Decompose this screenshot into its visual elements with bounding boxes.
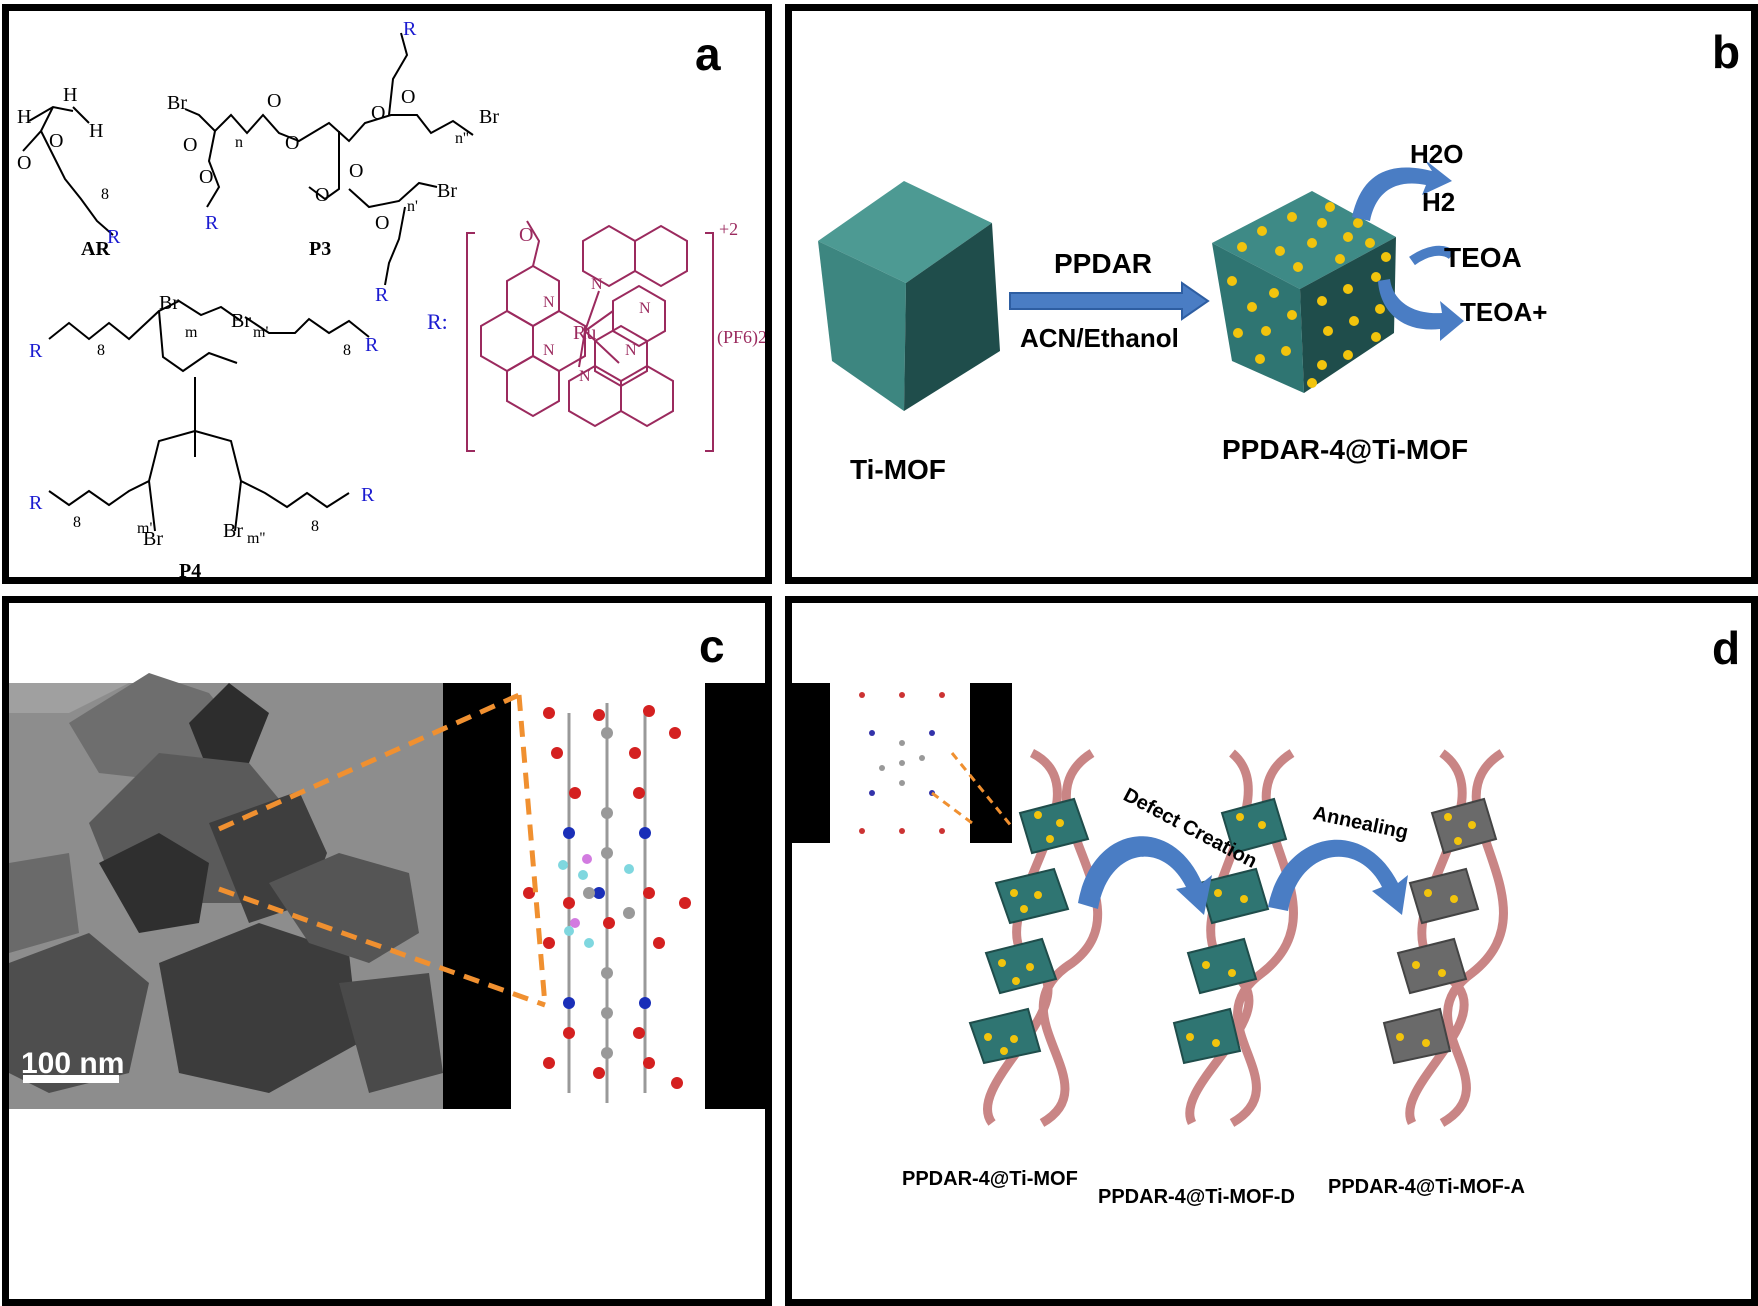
atom-br: Br <box>159 292 179 314</box>
r-group: R <box>375 284 389 306</box>
atom-o: O <box>199 166 213 188</box>
atom-o: O <box>401 86 415 108</box>
reaction-arrow <box>1009 281 1210 321</box>
subscript-m1: m' <box>253 324 268 341</box>
hydrogen-label: H2 <box>1422 187 1455 217</box>
atom-o: O <box>371 102 385 124</box>
atom-n: N <box>579 368 591 385</box>
atom-br: Br <box>223 520 243 542</box>
inset-crystal <box>859 692 945 834</box>
subscript-8: 8 <box>101 186 109 203</box>
ppdar-ti-mof-cube <box>1212 191 1396 393</box>
defect-arrow <box>1078 836 1212 915</box>
dna-helix-2 <box>1172 749 1298 1127</box>
r-group: R <box>403 18 417 40</box>
r-definition-label: R: <box>427 309 448 334</box>
atom-n: N <box>625 342 637 359</box>
subscript-m2: m'' <box>247 530 265 547</box>
scale-bar-label: 100 nm <box>21 1047 124 1080</box>
teoa-label: TEOA <box>1444 242 1522 273</box>
atom-o: O <box>183 134 197 156</box>
zoom-lines <box>217 692 548 1008</box>
solvent-label: ACN/Ethanol <box>1020 323 1179 353</box>
atom-o: O <box>375 212 389 234</box>
atom-o: O <box>17 152 31 174</box>
subscript-8: 8 <box>343 342 351 359</box>
atom-br: Br <box>143 528 163 550</box>
water-label: H2O <box>1410 139 1463 169</box>
sample-3-label: PPDAR-4@Ti-MOF-A <box>1328 1176 1525 1198</box>
panel-d-scheme: Defect Creation Annealing PPDAR-4@Ti-MOF… <box>792 683 1525 1208</box>
sample-1-label: PPDAR-4@Ti-MOF <box>902 1168 1078 1190</box>
counterion: (PF6)2 <box>717 327 767 348</box>
compound-p3: P3 <box>309 238 331 260</box>
subscript-8: 8 <box>311 518 319 535</box>
panel-d: d <box>785 596 1758 1306</box>
atom-o: O <box>49 130 63 152</box>
ru-center: Ru <box>573 322 596 344</box>
atom-o: O <box>519 224 533 246</box>
reagent-label: PPDAR <box>1054 248 1152 279</box>
subscript-m: m <box>185 324 198 341</box>
r-group: R <box>365 334 379 356</box>
mof-crystal-structure <box>523 703 691 1103</box>
complex-charge: +2 <box>719 219 738 239</box>
scale-bar <box>23 1075 119 1083</box>
subscript-8: 8 <box>97 342 105 359</box>
atom-br: Br <box>437 180 457 202</box>
product-label: PPDAR-4@Ti-MOF <box>1222 434 1468 465</box>
r-group: R <box>205 212 219 234</box>
annealing-label: Annealing <box>1311 802 1410 844</box>
dna-helix-1 <box>968 748 1103 1127</box>
compound-ar: AR <box>81 238 110 260</box>
panel-a-structures: H H H O O 8 Br Br Br n n'' n' O O O O O … <box>17 18 767 582</box>
atom-o: O <box>267 90 281 112</box>
compound-p4: P4 <box>179 560 201 582</box>
teoa-arrow <box>1378 279 1464 341</box>
r-group: R <box>107 226 121 248</box>
atom-n: N <box>639 300 651 317</box>
panel-b-label: b <box>1712 26 1741 78</box>
subscript-m1: m' <box>137 520 152 537</box>
panel-c-images: 100 nm <box>9 673 765 1109</box>
atom-n: N <box>543 342 555 359</box>
atom-o: O <box>315 184 329 206</box>
atom-o: O <box>349 160 363 182</box>
teoa-plus-label: TEOA+ <box>1460 297 1547 327</box>
ti-mof-cube <box>818 181 1000 411</box>
panel-a: a H H H O O 8 <box>2 4 772 584</box>
subscript-n: n <box>235 134 243 151</box>
atom-n: N <box>543 294 555 311</box>
panel-c: c <box>2 596 772 1306</box>
atom-br: Br <box>231 310 251 332</box>
panel-a-label: a <box>695 28 721 80</box>
atom-br: Br <box>167 92 187 114</box>
r-group: R <box>29 340 43 362</box>
subscript-8: 8 <box>73 514 81 531</box>
atom-o: O <box>285 132 299 154</box>
r-group: R <box>361 484 375 506</box>
r-group: R <box>29 492 43 514</box>
panel-d-label: d <box>1712 622 1741 674</box>
h2-arrow <box>1352 159 1452 221</box>
atom-h: H <box>89 120 103 142</box>
start-material-label: Ti-MOF <box>850 454 946 485</box>
panel-b-scheme: PPDAR ACN/Ethanol Ti-MOF PPDAR-4@Ti-MOF … <box>818 139 1547 485</box>
atom-h: H <box>17 106 31 128</box>
atom-h: H <box>63 84 77 106</box>
tem-image <box>9 673 443 1109</box>
panel-b: b <box>785 4 1758 584</box>
atom-br: Br <box>479 106 499 128</box>
sample-2-label: PPDAR-4@Ti-MOF-D <box>1098 1186 1295 1208</box>
subscript-n1: n' <box>407 198 418 215</box>
annealing-arrow <box>1268 839 1408 915</box>
panel-c-label: c <box>699 620 725 672</box>
atom-n: N <box>591 276 603 293</box>
subscript-n2: n'' <box>455 130 469 147</box>
dna-helix-3 <box>1382 749 1508 1127</box>
